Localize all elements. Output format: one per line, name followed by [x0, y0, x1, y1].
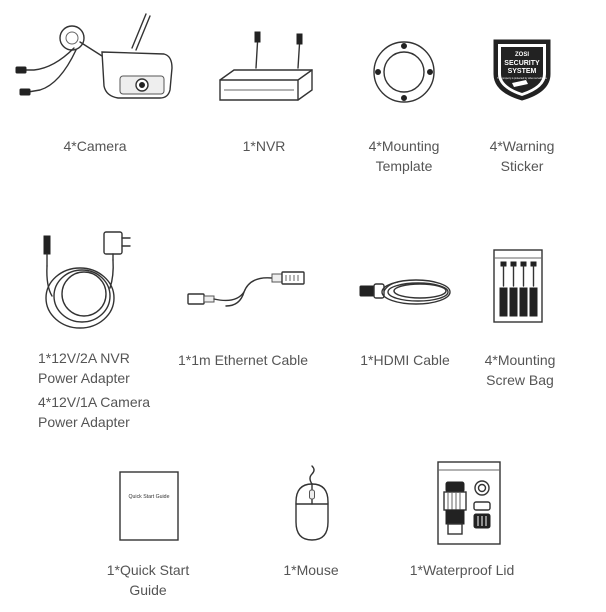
item-caption: 4*Mounting Screw Bag — [484, 352, 556, 388]
quick-start-guide-icon: Quick Start Guide — [118, 470, 180, 542]
nvr-recorder-icon — [216, 30, 316, 105]
warning-sticker-icon: ZOSI SECURITY SYSTEM This property is pr… — [490, 36, 554, 102]
hdmi-cable-icon — [358, 272, 458, 312]
sticker-line2: SYSTEM — [508, 68, 537, 75]
guide-cover-title: Quick Start Guide — [129, 494, 170, 500]
mouse-icon — [292, 465, 332, 542]
security-camera-icon — [14, 8, 174, 108]
item-caption: 1*12V/2A NVR Power Adapter 4*12V/1A Came… — [38, 350, 151, 430]
ethernet-cable-icon — [186, 262, 316, 312]
item-caption: 4*Warning Sticker — [489, 138, 555, 174]
waterproof-lid-icon — [436, 460, 502, 546]
sticker-line1: SECURITY — [504, 60, 540, 67]
item-caption: 1*Quick Start Guide — [106, 562, 190, 598]
item-caption: 1*Waterproof Lid — [409, 562, 515, 578]
screw-bag-icon — [492, 248, 544, 324]
screw-group — [499, 261, 538, 317]
power-adapter-icon — [34, 226, 144, 336]
sticker-brand: ZOSI — [515, 52, 529, 58]
mounting-template-icon — [372, 40, 436, 104]
item-caption: 1*NVR — [242, 138, 286, 154]
item-caption: 1*HDMI Cable — [360, 352, 450, 368]
item-caption: 1*Mouse — [283, 562, 339, 578]
sticker-small: This property is protected by video surv… — [497, 77, 547, 80]
item-caption: 1*1m Ethernet Cable — [178, 352, 308, 368]
item-caption: 4*Mounting Template — [368, 138, 440, 174]
item-caption: 4*Camera — [63, 138, 127, 154]
